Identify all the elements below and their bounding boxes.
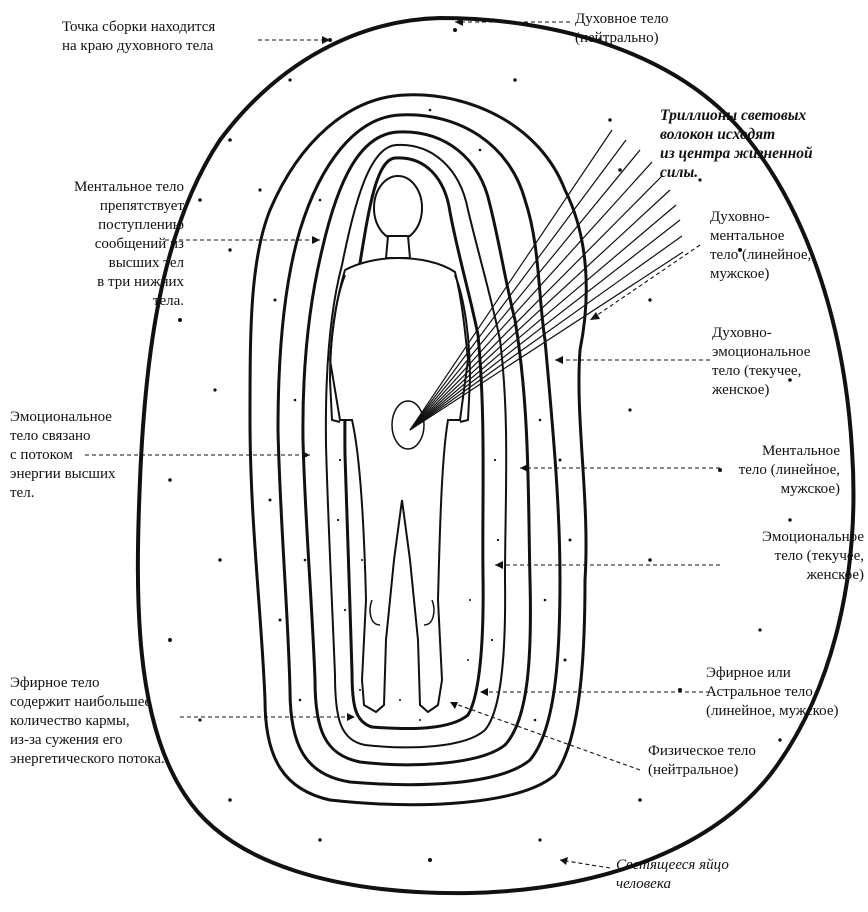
- label-trillions-fibers: Триллионы световых волокон исходят из це…: [660, 106, 813, 182]
- label-etheric-karma: Эфирное тело содержит наибольшее количес…: [10, 674, 165, 769]
- label-emotional-body: Эмоциональное тело (текучее, женское): [762, 528, 864, 585]
- label-mental-body: Ментальное тело (линейное, мужское): [739, 442, 840, 499]
- label-luminous-egg: Светящееся яйцо человека: [616, 856, 729, 894]
- label-spiritual-emotional: Духовно- эмоциональное тело (текучее, же…: [712, 324, 810, 400]
- label-spiritual-mental: Духовно- ментальное тело (линейное, мужс…: [710, 208, 811, 284]
- label-emotional-linked: Эмоциональное тело связано с потоком эне…: [10, 408, 115, 503]
- label-physical-body: Физическое тело (нейтральное): [648, 742, 756, 780]
- label-spiritual-body: Духовное тело (нейтрально): [575, 10, 669, 48]
- label-etheric-astral: Эфирное или Астральное тело (линейное, м…: [706, 664, 839, 721]
- label-assemblage-point: Точка сборки находится на краю духовного…: [62, 18, 215, 56]
- label-mental-blocks: Ментальное тело препятствует поступлению…: [74, 178, 184, 311]
